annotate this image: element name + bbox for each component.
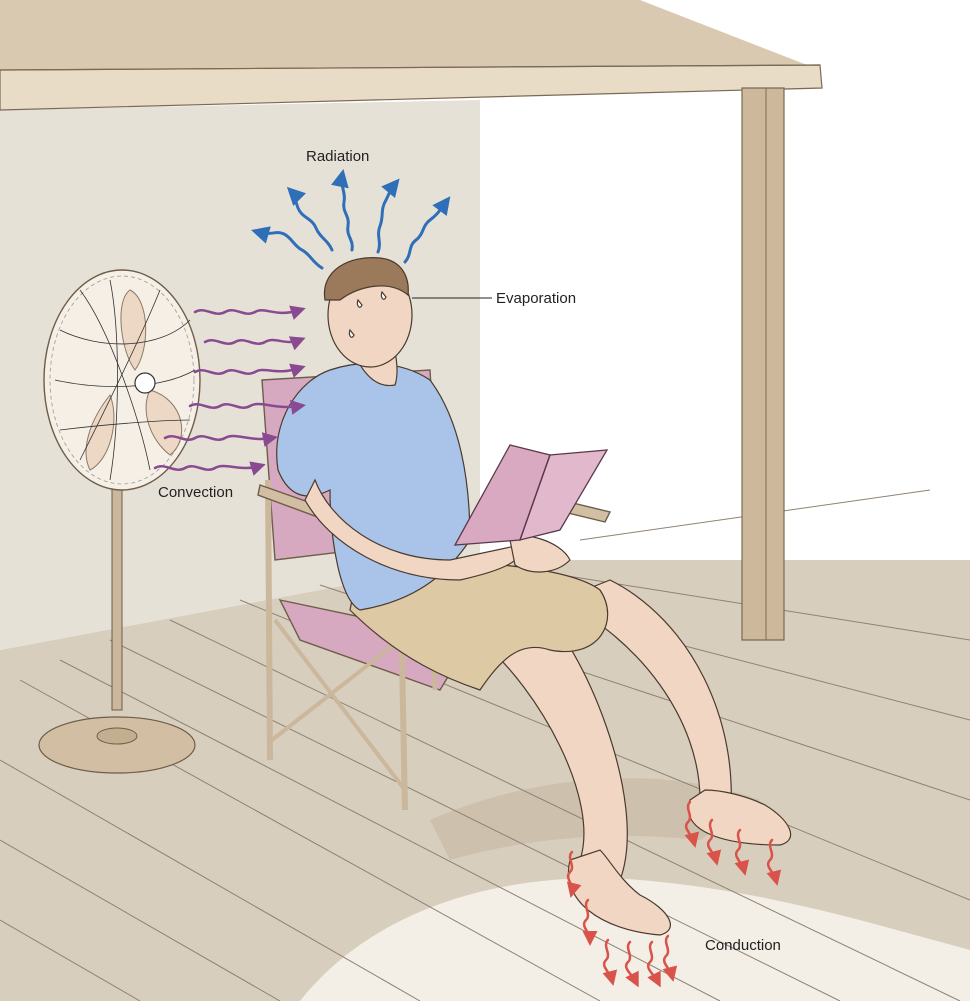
evaporation-label: Evaporation <box>496 290 576 307</box>
convection-label: Convection <box>158 484 233 501</box>
radiation-label: Radiation <box>306 148 369 165</box>
roof-underside <box>0 0 820 70</box>
conduction-label: Conduction <box>705 937 781 954</box>
porch-post <box>742 88 784 640</box>
